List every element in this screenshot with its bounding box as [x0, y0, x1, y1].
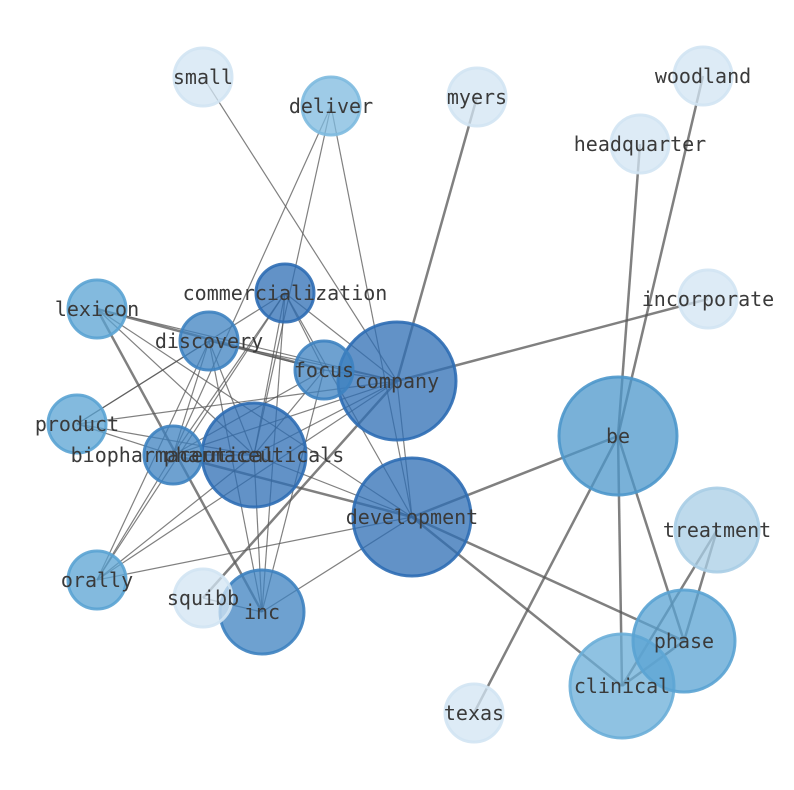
edge-commercialization-biopharmaceutical [172, 292, 286, 456]
node-label-headquarter: headquarter [574, 132, 706, 156]
node-label-treatment: treatment [663, 518, 771, 542]
node-label-biopharmaceutical: biopharmaceutical [71, 443, 276, 467]
node-layer [46, 45, 761, 744]
node-focus[interactable] [293, 339, 355, 401]
node-label-focus: focus [294, 358, 354, 382]
node-label-development: development [346, 505, 478, 529]
node-commercialization[interactable] [254, 262, 316, 324]
node-label-deliver: deliver [289, 94, 373, 118]
node-label-pharmaceuticals: pharmaceuticals [164, 443, 345, 467]
node-discovery[interactable] [178, 310, 240, 372]
node-treatment[interactable] [673, 486, 761, 574]
node-label-clinical: clinical [574, 674, 670, 698]
edge-commercialization-product [76, 292, 286, 425]
node-label-small: small [173, 65, 233, 89]
node-label-incorporate: incorporate [642, 287, 774, 311]
node-development[interactable] [351, 456, 473, 578]
node-product[interactable] [46, 393, 108, 455]
node-label-orally: orally [61, 568, 133, 592]
node-biopharmaceutical[interactable] [142, 424, 204, 486]
node-label-texas: texas [444, 701, 504, 725]
edge-deliver-biopharmaceutical [172, 105, 332, 456]
node-texas[interactable] [443, 682, 505, 744]
node-label-discovery: discovery [155, 329, 263, 353]
edge-development-deliver [330, 105, 413, 518]
node-label-squibb: squibb [167, 586, 239, 610]
node-label-product: product [35, 412, 119, 436]
node-label-woodland: woodland [655, 64, 751, 88]
node-lexicon[interactable] [66, 278, 128, 340]
node-headquarter[interactable] [609, 113, 671, 175]
node-squibb[interactable] [172, 567, 234, 629]
node-deliver[interactable] [300, 75, 362, 137]
node-label-inc: inc [244, 600, 280, 624]
node-label-company: company [355, 369, 439, 393]
node-myers[interactable] [446, 66, 508, 128]
label-layer: company development be pharmaceuticalsbioph… [35, 64, 774, 725]
node-label-lexicon: lexicon [55, 297, 139, 321]
node-label-myers: myers [447, 85, 507, 109]
node-label-phase: phase [654, 629, 714, 653]
node-label-commercialization: commercialization [183, 281, 388, 305]
node-incorporate[interactable] [677, 268, 739, 330]
edge-be-woodland [616, 75, 705, 437]
node-woodland[interactable] [672, 45, 734, 107]
node-be[interactable] [557, 375, 679, 497]
node-label-be: be [606, 424, 630, 448]
node-phase[interactable] [631, 588, 737, 694]
node-orally[interactable] [66, 549, 128, 611]
node-small[interactable] [172, 46, 234, 108]
